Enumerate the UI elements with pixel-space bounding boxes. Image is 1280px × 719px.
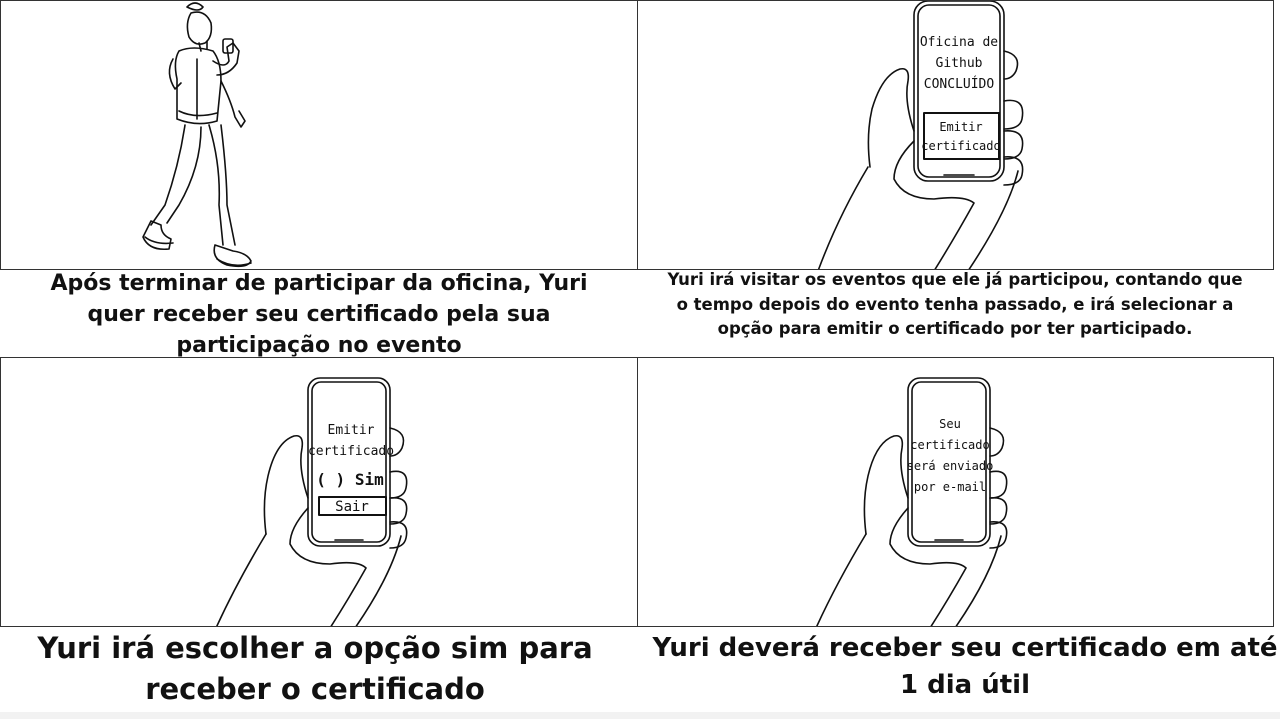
bottom-strip — [0, 712, 1280, 719]
screen-title-line-1: Emitir — [328, 423, 375, 438]
phone-outline — [907, 377, 991, 547]
phone-outline — [307, 377, 391, 547]
person-walking-illustration — [142, 2, 252, 268]
screen-message-line-2: certificado — [910, 438, 989, 452]
storyboard-panel-2: Oficina de Github CONCLUÍDO Emitir certi… — [637, 0, 1274, 270]
panel-2-caption: Yuri irá visitar os eventos que ele já p… — [667, 270, 1243, 338]
sair-button-label: Sair — [335, 499, 369, 515]
option-sim: ( ) Sim — [316, 470, 384, 489]
button-label-line-1: Emitir — [939, 120, 982, 134]
hand-holding-phone-illustration: Oficina de Github CONCLUÍDO Emitir certi… — [817, 1, 1024, 269]
screen-title-line-2: Github — [936, 56, 983, 71]
screen-message-line-3: será enviado — [907, 459, 994, 473]
screen-title-line-2: certificado — [308, 444, 394, 459]
storyboard-panel-4: Seu certificado será enviado por e-mail — [637, 357, 1274, 627]
sair-button — [318, 496, 387, 516]
screen-status: CONCLUÍDO — [924, 76, 995, 92]
screen-title-line-1: Oficina de — [920, 35, 998, 50]
hand-holding-phone-illustration: Emitir certificado ( ) Sim Sair — [216, 377, 408, 626]
panel-1-caption: Após terminar de participar da oficina, … — [50, 271, 588, 358]
emitir-certificado-button — [923, 112, 1000, 160]
storyboard-panel-3: Emitir certificado ( ) Sim Sair — [0, 357, 638, 627]
screen-message-line-4: por e-mail — [914, 480, 986, 494]
button-label-line-2: certificado — [921, 139, 1000, 153]
panel-3-caption: Yuri irá escolher a opção sim para receb… — [37, 631, 593, 706]
screen-message-line-1: Seu — [939, 417, 961, 431]
panel-4-caption: Yuri deverá receber seu certificado em a… — [652, 633, 1278, 700]
storyboard-panel-1 — [0, 0, 638, 270]
phone-outline — [913, 1, 1005, 182]
hand-holding-phone-illustration: Seu certificado será enviado por e-mail — [816, 377, 1008, 626]
